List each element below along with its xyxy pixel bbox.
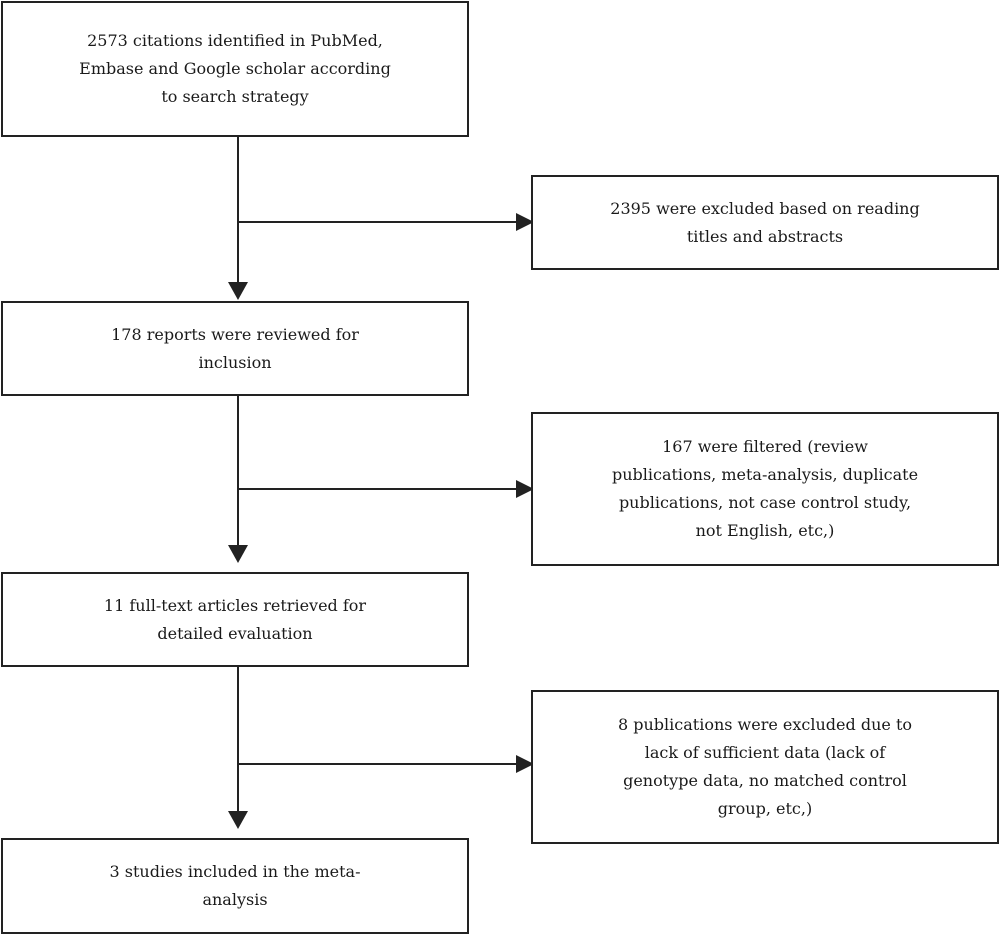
box-filtered-line: publications, meta-analysis, duplicate	[611, 465, 919, 484]
arrowhead-reviewed	[228, 282, 248, 300]
box-fulltext-line: detailed evaluation	[157, 623, 313, 643]
box-included-line: 3 studies included in the meta-	[109, 862, 361, 881]
arrowhead-filtered	[516, 480, 534, 498]
box-reviewed-line: 178 reports were reviewed for	[111, 324, 359, 344]
arrowhead-included	[228, 811, 248, 829]
box-excluded-data-line: genotype data, no matched control	[623, 771, 907, 790]
box-excluded-data-line: 8 publications were excluded due to	[617, 715, 912, 734]
box-excluded-titles: 2395 were excluded based on reading titl…	[531, 175, 999, 270]
box-excluded-data-line: group, etc,)	[717, 799, 813, 818]
box-excluded-data: 8 publications were excluded due to lack…	[531, 690, 999, 844]
box-reviewed-text: 178 reports were reviewed for inclusion	[111, 321, 359, 377]
box-filtered: 167 were filtered (review publications, …	[531, 412, 999, 566]
box-identified-line: to search strategy	[161, 87, 309, 106]
box-fulltext: 11 full-text articles retrieved for deta…	[1, 572, 469, 667]
arrowhead-fulltext	[228, 545, 248, 563]
box-excluded-titles-line: titles and abstracts	[686, 226, 844, 246]
box-identified-line: Embase and Google scholar according	[79, 59, 391, 78]
box-fulltext-line: 11 full-text articles retrieved for	[103, 595, 367, 615]
box-filtered-text: 167 were filtered (review publications, …	[612, 433, 918, 545]
box-identified-line: 2573 citations identified in PubMed,	[87, 31, 383, 50]
arrowhead-excluded-titles	[516, 213, 534, 231]
box-included: 3 studies included in the meta- analysis	[1, 838, 469, 934]
box-identified: 2573 citations identified in PubMed, Emb…	[1, 1, 469, 137]
box-excluded-data-text: 8 publications were excluded due to lack…	[618, 711, 912, 823]
box-reviewed-line: inclusion	[198, 352, 272, 372]
box-filtered-line: 167 were filtered (review	[662, 437, 868, 456]
box-reviewed: 178 reports were reviewed for inclusion	[1, 301, 469, 396]
box-excluded-titles-line: 2395 were excluded based on reading	[610, 198, 920, 218]
box-fulltext-text: 11 full-text articles retrieved for deta…	[104, 592, 366, 648]
box-excluded-titles-text: 2395 were excluded based on reading titl…	[610, 195, 919, 251]
box-identified-text: 2573 citations identified in PubMed, Emb…	[79, 27, 391, 111]
box-excluded-data-line: lack of sufficient data (lack of	[644, 743, 886, 762]
box-included-line: analysis	[202, 890, 268, 909]
box-included-text: 3 studies included in the meta- analysis	[110, 858, 361, 914]
arrowhead-excluded-data	[516, 755, 534, 773]
box-filtered-line: not English, etc,)	[695, 521, 835, 540]
box-filtered-line: publications, not case control study,	[618, 493, 912, 512]
